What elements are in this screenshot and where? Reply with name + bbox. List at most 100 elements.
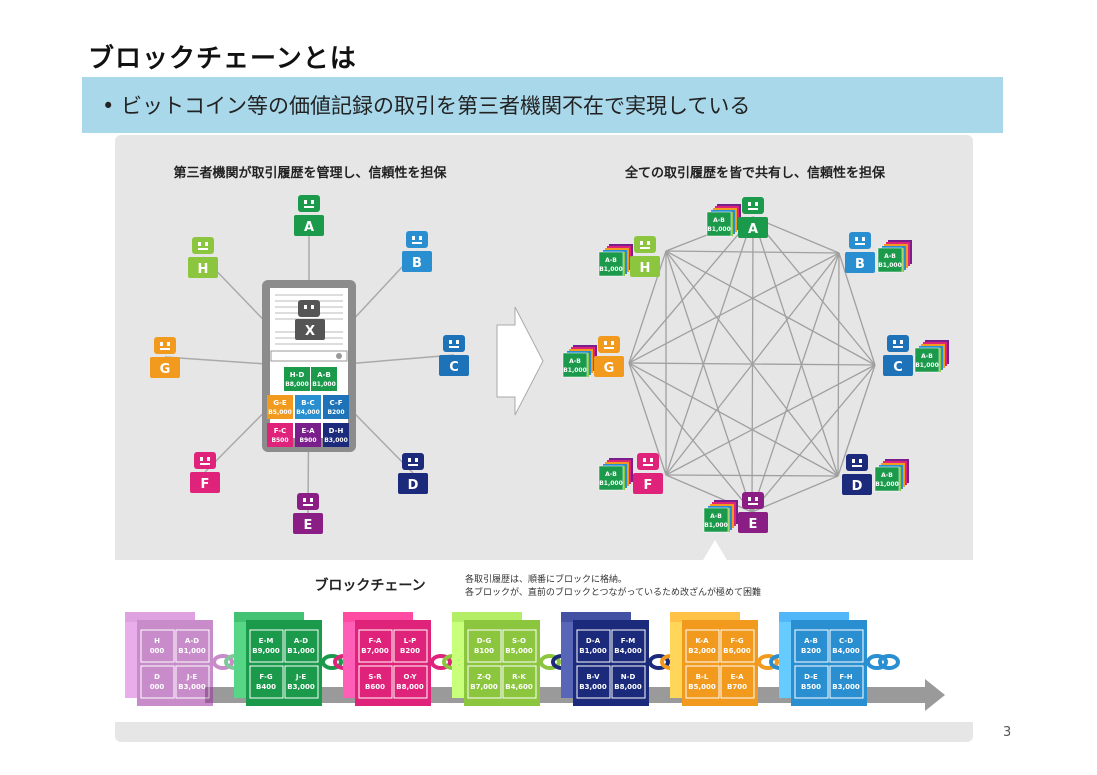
stack-pair: A-B (921, 353, 933, 360)
block-top (125, 612, 195, 622)
ledger-pair: F-C (274, 427, 287, 435)
chain-link-icon (430, 654, 452, 670)
robot-body (439, 355, 469, 376)
ledger-cell: D-H B3,000 (323, 423, 349, 447)
mesh-link (665, 364, 876, 476)
robot-mouth (200, 463, 210, 465)
left-node-f: F (190, 452, 220, 493)
robot-body (633, 473, 663, 494)
central-server: XH-DB8,000A-BB1,000G-EB5,000B-CB4,000C-F… (262, 280, 356, 452)
block-side (561, 612, 573, 698)
chain-link-icon (321, 654, 343, 670)
ledger-amount: B3,000 (324, 437, 348, 444)
ledger-pair: G-E (273, 399, 287, 407)
stack-amount: B1,000 (915, 362, 939, 369)
block-amount: B9,000 (252, 647, 280, 655)
chain-note-2: 各ブロックが、直前のブロックとつながっているため改ざんが極めて困難 (465, 586, 761, 598)
ledger-stack: A-BB1,000 (703, 500, 738, 533)
ledger-pair: D-H (329, 427, 344, 435)
block-amount: B5,000 (505, 647, 533, 655)
callout-pointer (703, 540, 727, 560)
block-amount: B4,000 (614, 647, 642, 655)
block-side (779, 612, 791, 698)
ledger-cell-bg (284, 367, 310, 391)
block-top (343, 612, 413, 622)
block-pair: F-M (621, 637, 635, 645)
server-label: X (305, 324, 315, 339)
chain-link-icon (878, 654, 900, 670)
block-amount: B700 (727, 683, 747, 691)
robot-head-icon (298, 300, 320, 317)
block-pair: K-A (695, 637, 709, 645)
node-label: H (640, 261, 651, 276)
block-pair: L-P (404, 637, 417, 645)
mesh-link (665, 250, 876, 366)
block-amount: B3,000 (579, 683, 607, 691)
stack-amount: B1,000 (599, 480, 623, 487)
block-cell (502, 629, 537, 663)
block-amount: B400 (256, 683, 276, 691)
robot-head-icon (598, 336, 620, 353)
block-pair: R-K (512, 673, 526, 681)
block-cell (284, 629, 319, 663)
ledger-stack: A-BB1,000 (598, 244, 633, 277)
robot-body (630, 256, 660, 277)
search-bar (270, 350, 348, 362)
robot-head-icon (406, 231, 428, 248)
robot-eye (167, 342, 170, 346)
left-node-b: B (402, 231, 432, 272)
robot-body (190, 472, 220, 493)
robot-mouth (855, 243, 865, 245)
left-node-e: E (293, 493, 323, 534)
block-face (464, 620, 540, 706)
block-pair: F-H (839, 673, 852, 681)
node-label: D (408, 478, 419, 493)
node-label: B (412, 256, 422, 271)
robot-eye (643, 458, 646, 462)
stack-amount: B1,000 (878, 262, 902, 269)
robot-eye (748, 202, 751, 206)
block-cell (175, 665, 210, 699)
robot-eye (604, 341, 607, 345)
block-amount: B100 (474, 647, 494, 655)
block-cell (284, 665, 319, 699)
robot-eye (415, 458, 418, 462)
robot-eye (311, 305, 314, 309)
robot-eye (303, 498, 306, 502)
ledger-cell-bg (311, 367, 337, 391)
block-pair: D-E (804, 673, 818, 681)
mesh-link (751, 364, 876, 513)
block-pair: E-M (259, 637, 274, 645)
robot-eye (855, 237, 858, 241)
left-node-g: G (150, 337, 180, 378)
block-amount: B8,000 (614, 683, 642, 691)
mesh-link (751, 475, 839, 513)
block-cell (140, 665, 175, 699)
robot-head-icon (298, 195, 320, 212)
block-pair: A-B (804, 637, 818, 645)
stack-amount: B1,000 (704, 522, 728, 529)
block-top (234, 612, 304, 622)
ledger-amount: B200 (327, 409, 344, 416)
robot-body (402, 251, 432, 272)
mesh-link (665, 250, 839, 477)
robot-head-icon (849, 232, 871, 249)
mesh-link (628, 216, 754, 364)
block-cell (685, 629, 720, 663)
block-cell (358, 665, 393, 699)
robot-eye (900, 340, 903, 344)
ledger-pair: C-F (330, 399, 343, 407)
robot-head-icon (887, 335, 909, 352)
ledger-pair: E-A (301, 427, 315, 435)
block-cell (611, 665, 646, 699)
block-cell (358, 629, 393, 663)
robot-eye (408, 458, 411, 462)
mesh-link (665, 474, 839, 477)
stack-top (703, 507, 729, 533)
chain-link-icon (648, 654, 670, 670)
block-side (670, 612, 682, 698)
stack-top (562, 352, 588, 378)
robot-mouth (893, 346, 903, 348)
